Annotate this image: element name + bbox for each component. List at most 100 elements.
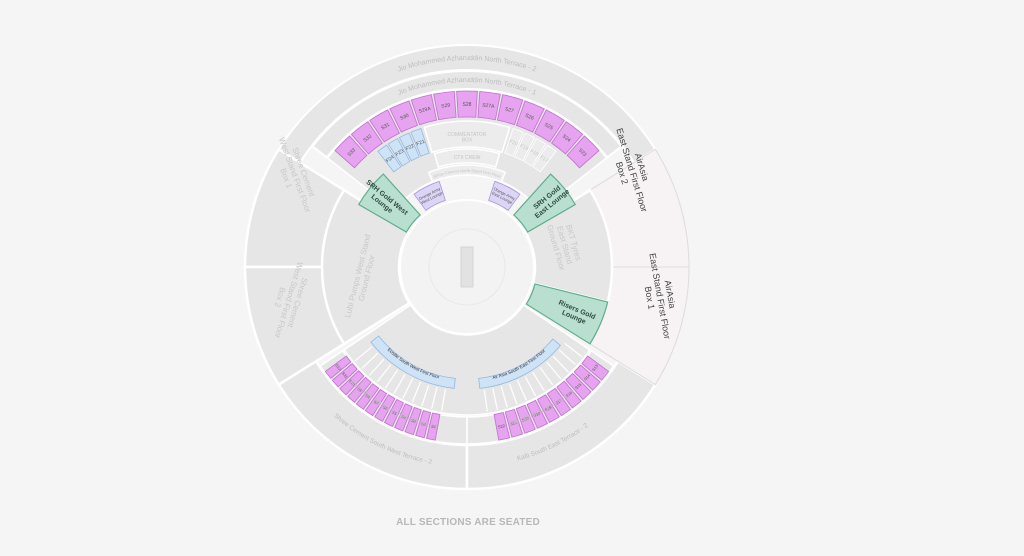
- north-first-floor: [427, 164, 507, 183]
- row-divider: [532, 371, 545, 392]
- block-s20[interactable]: [515, 404, 536, 434]
- block-s18[interactable]: [536, 394, 560, 423]
- row-divider: [441, 389, 447, 411]
- row-divider: [483, 389, 488, 412]
- block-s23[interactable]: [566, 135, 600, 169]
- block-f18[interactable]: [523, 138, 547, 167]
- block-s29a[interactable]: [410, 94, 438, 126]
- block-s2[interactable]: [415, 409, 432, 439]
- orange-army-east-lounge[interactable]: [488, 180, 521, 211]
- block-s26[interactable]: [515, 100, 545, 133]
- block-label: S15: [574, 381, 583, 390]
- row-divider: [516, 380, 527, 401]
- block-s6[interactable]: [374, 394, 396, 422]
- block-label: S18: [544, 404, 553, 412]
- block-label: S13: [591, 363, 600, 372]
- block-s25[interactable]: [534, 109, 565, 143]
- row-divider: [546, 361, 562, 380]
- block-label: F22: [405, 143, 416, 152]
- south-west-first-floor[interactable]: [370, 335, 456, 389]
- block-label: S9: [356, 386, 364, 393]
- block-label: S25: [543, 122, 554, 132]
- block-s24[interactable]: [551, 121, 584, 155]
- block-label: S20: [521, 415, 530, 422]
- row-divider: [421, 384, 430, 407]
- block-s17[interactable]: [546, 387, 572, 417]
- block-s7[interactable]: [364, 388, 388, 417]
- orange-army-west-lounge[interactable]: [413, 180, 446, 211]
- block-s8[interactable]: [355, 383, 380, 410]
- block-label: S22: [497, 423, 506, 430]
- block-s14[interactable]: [573, 364, 601, 391]
- row-divider: [411, 381, 422, 403]
- block-label: S31: [380, 122, 391, 132]
- block-s30[interactable]: [389, 100, 419, 133]
- block-s19[interactable]: [526, 399, 548, 429]
- south-east-first-floor[interactable]: [478, 338, 562, 389]
- inner-circle: [428, 228, 506, 306]
- block-s15[interactable]: [565, 372, 592, 400]
- block-s16[interactable]: [556, 380, 582, 409]
- block-s3[interactable]: [404, 406, 422, 436]
- block-label: S19: [533, 410, 542, 418]
- block-label: S10: [348, 378, 357, 387]
- block-s29[interactable]: [433, 91, 457, 121]
- risers-gold-lounge[interactable]: [525, 283, 609, 345]
- commentator-box: [423, 120, 511, 154]
- block-s10[interactable]: [339, 370, 365, 396]
- block-s5[interactable]: [384, 398, 404, 427]
- block-label: F20: [508, 139, 518, 148]
- row-divider: [558, 349, 576, 366]
- block-s11[interactable]: [331, 362, 358, 388]
- north-terrace-1[interactable]: [311, 70, 623, 159]
- block-label: S1: [431, 423, 438, 429]
- block-label: S8: [364, 393, 372, 400]
- block-label: F19: [519, 143, 530, 152]
- row-divider: [508, 383, 518, 405]
- block-f22[interactable]: [398, 132, 420, 162]
- block-s13[interactable]: [581, 355, 610, 381]
- block-f23[interactable]: [387, 138, 411, 167]
- block-s1[interactable]: [426, 412, 441, 441]
- block-label: F23: [395, 148, 406, 158]
- row-divider: [384, 369, 399, 389]
- block-s27a[interactable]: [477, 91, 501, 121]
- block-label: S24: [561, 134, 572, 144]
- block-s21[interactable]: [504, 408, 524, 438]
- block-s28[interactable]: [456, 90, 478, 118]
- row-divider: [361, 352, 379, 369]
- south-east-terrace-2[interactable]: [465, 359, 657, 491]
- seating-note: ALL SECTIONS ARE SEATED: [396, 517, 540, 528]
- block-f19[interactable]: [514, 132, 536, 162]
- block-label: S4: [401, 414, 408, 421]
- block-s33[interactable]: [334, 135, 368, 169]
- block-s9[interactable]: [347, 376, 372, 403]
- row-divider: [552, 355, 569, 373]
- block-label: S33: [347, 147, 358, 158]
- block-f17[interactable]: [532, 144, 557, 173]
- block-label: S3: [410, 418, 417, 425]
- block-s27[interactable]: [496, 94, 524, 126]
- block-s12[interactable]: [324, 355, 352, 379]
- block-label: S11: [341, 371, 350, 380]
- block-label: S21: [509, 419, 518, 426]
- srh-gold-east-lounge[interactable]: [512, 173, 577, 233]
- block-label: S2: [420, 421, 427, 427]
- block-f24[interactable]: [377, 144, 402, 173]
- srh-gold-west-lounge[interactable]: [357, 173, 422, 233]
- block-s4[interactable]: [394, 403, 413, 432]
- south-west-terrace-2[interactable]: [277, 359, 469, 491]
- block-s31[interactable]: [369, 109, 400, 143]
- row-divider: [500, 386, 508, 408]
- block-s32[interactable]: [350, 121, 383, 155]
- block-label: S23: [577, 147, 588, 158]
- block-s22[interactable]: [493, 412, 511, 441]
- block-label: F24: [385, 154, 396, 164]
- block-f21[interactable]: [410, 127, 430, 157]
- block-label: S7: [373, 399, 380, 406]
- block-f20[interactable]: [504, 127, 524, 157]
- block-label: S6: [382, 404, 389, 411]
- row-divider: [431, 387, 438, 409]
